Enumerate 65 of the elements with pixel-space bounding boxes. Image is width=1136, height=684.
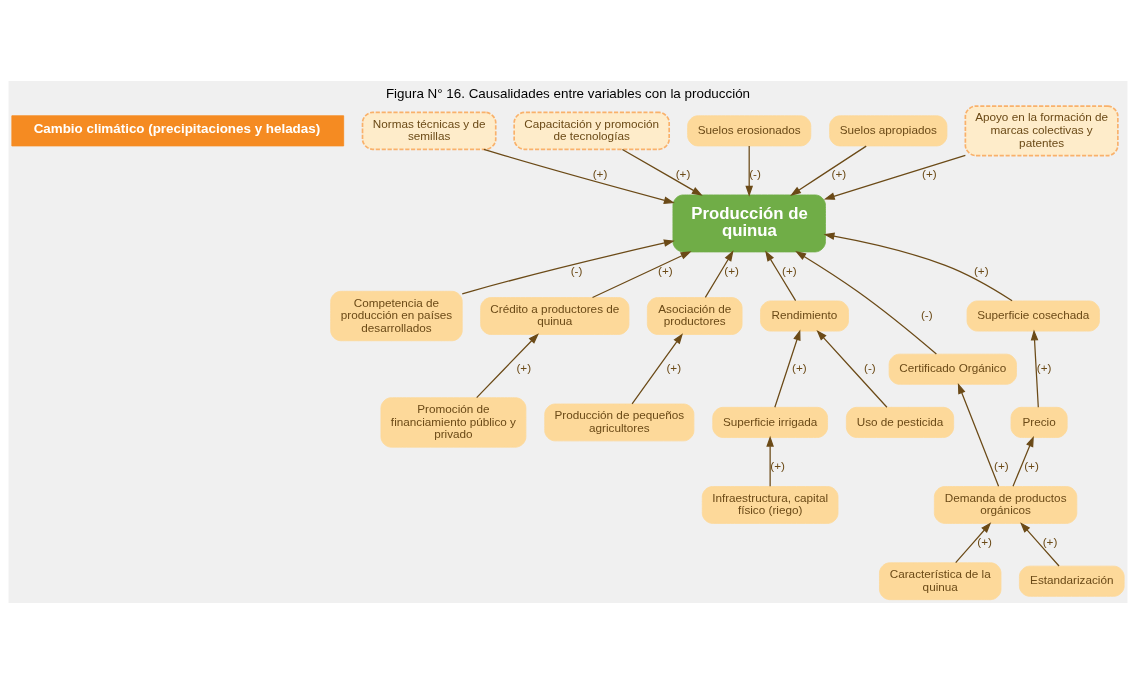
node-box: Capacitación y promoción de tecnologías xyxy=(513,111,670,151)
edge-label: (+) xyxy=(770,458,786,472)
node-box: Promoción de financiamiento público y privado xyxy=(380,397,527,448)
edge-label: (+) xyxy=(792,361,807,375)
node-box: Infraestructura, capital físico (riego) xyxy=(701,486,839,524)
edge-label: (+) xyxy=(922,167,937,181)
edge-label: (-) xyxy=(570,263,583,277)
node-box: Apoyo en la formación de marcas colectivas y patentes xyxy=(964,105,1119,157)
node-box: Asociación de productores xyxy=(646,297,743,335)
edge-label: (+) xyxy=(675,167,691,181)
edge-label: (+) xyxy=(666,361,682,375)
arrow xyxy=(591,251,692,299)
arrow xyxy=(1030,329,1039,408)
edge-label: (-) xyxy=(920,308,933,322)
node-box: Cambio climático (precipitaciones y heladas) xyxy=(11,115,345,147)
edge-label: (+) xyxy=(1042,535,1058,549)
node-box: Característica de la quinua xyxy=(879,562,1002,601)
arrow xyxy=(765,250,797,302)
edge-label: (+) xyxy=(724,263,739,277)
arrow xyxy=(790,145,867,196)
edge-label: (+) xyxy=(516,361,532,375)
node-box: Competencia de producción en países desarrollados xyxy=(330,290,463,342)
node-box: Superficie cosechada xyxy=(966,300,1100,332)
edge-label: (+) xyxy=(973,263,989,277)
node-box: Superficie irrigada xyxy=(712,406,828,438)
arrow xyxy=(483,148,675,204)
node-box: Suelos apropiados xyxy=(829,115,948,147)
arrow xyxy=(704,250,734,299)
arrow xyxy=(957,382,1000,487)
edge-label: (+) xyxy=(1024,458,1039,472)
node-box: Crédito a productores de quinua xyxy=(480,297,630,335)
arrow xyxy=(461,239,675,295)
node-box: Certificado Orgánico xyxy=(888,353,1017,385)
arrow xyxy=(823,154,966,200)
arrow xyxy=(745,145,753,197)
node-box: Rendimiento xyxy=(760,300,849,332)
arrow xyxy=(631,333,683,405)
node-box: Producción de pequeños agricultores xyxy=(544,403,695,442)
node-box: Demanda de productos orgánicos xyxy=(933,486,1078,524)
edge-label: (+) xyxy=(658,263,673,277)
arrow xyxy=(795,251,937,355)
arrow xyxy=(621,148,703,196)
edge-label: (-) xyxy=(863,361,876,375)
arrow xyxy=(766,435,774,487)
edge-label: (+) xyxy=(994,458,1009,472)
node-box: Uso de pesticida xyxy=(845,406,955,438)
node-box: Suelos erosionados xyxy=(687,115,812,147)
diagram-title: Figura N° 16. Causalidades entre variables con la producción xyxy=(385,86,751,102)
node-box: Producción de quinua xyxy=(672,194,826,253)
arrow xyxy=(955,522,992,564)
node-box: Normas técnicas y de semillas xyxy=(361,111,497,151)
node-box: Estandarización xyxy=(1019,565,1125,597)
edge-label: (+) xyxy=(782,263,797,277)
arrow xyxy=(774,329,801,408)
node-box: Precio xyxy=(1010,406,1068,438)
arrow xyxy=(1020,522,1060,567)
arrow xyxy=(1012,435,1034,487)
arrow xyxy=(476,333,539,399)
edge-label: (+) xyxy=(977,535,992,549)
edge-label: (+) xyxy=(831,167,847,181)
arrow xyxy=(816,329,888,408)
edge-label: (+) xyxy=(1036,361,1052,375)
arrow xyxy=(823,232,1013,302)
edge-label: (-) xyxy=(749,167,761,181)
edge-label: (+) xyxy=(592,167,608,181)
